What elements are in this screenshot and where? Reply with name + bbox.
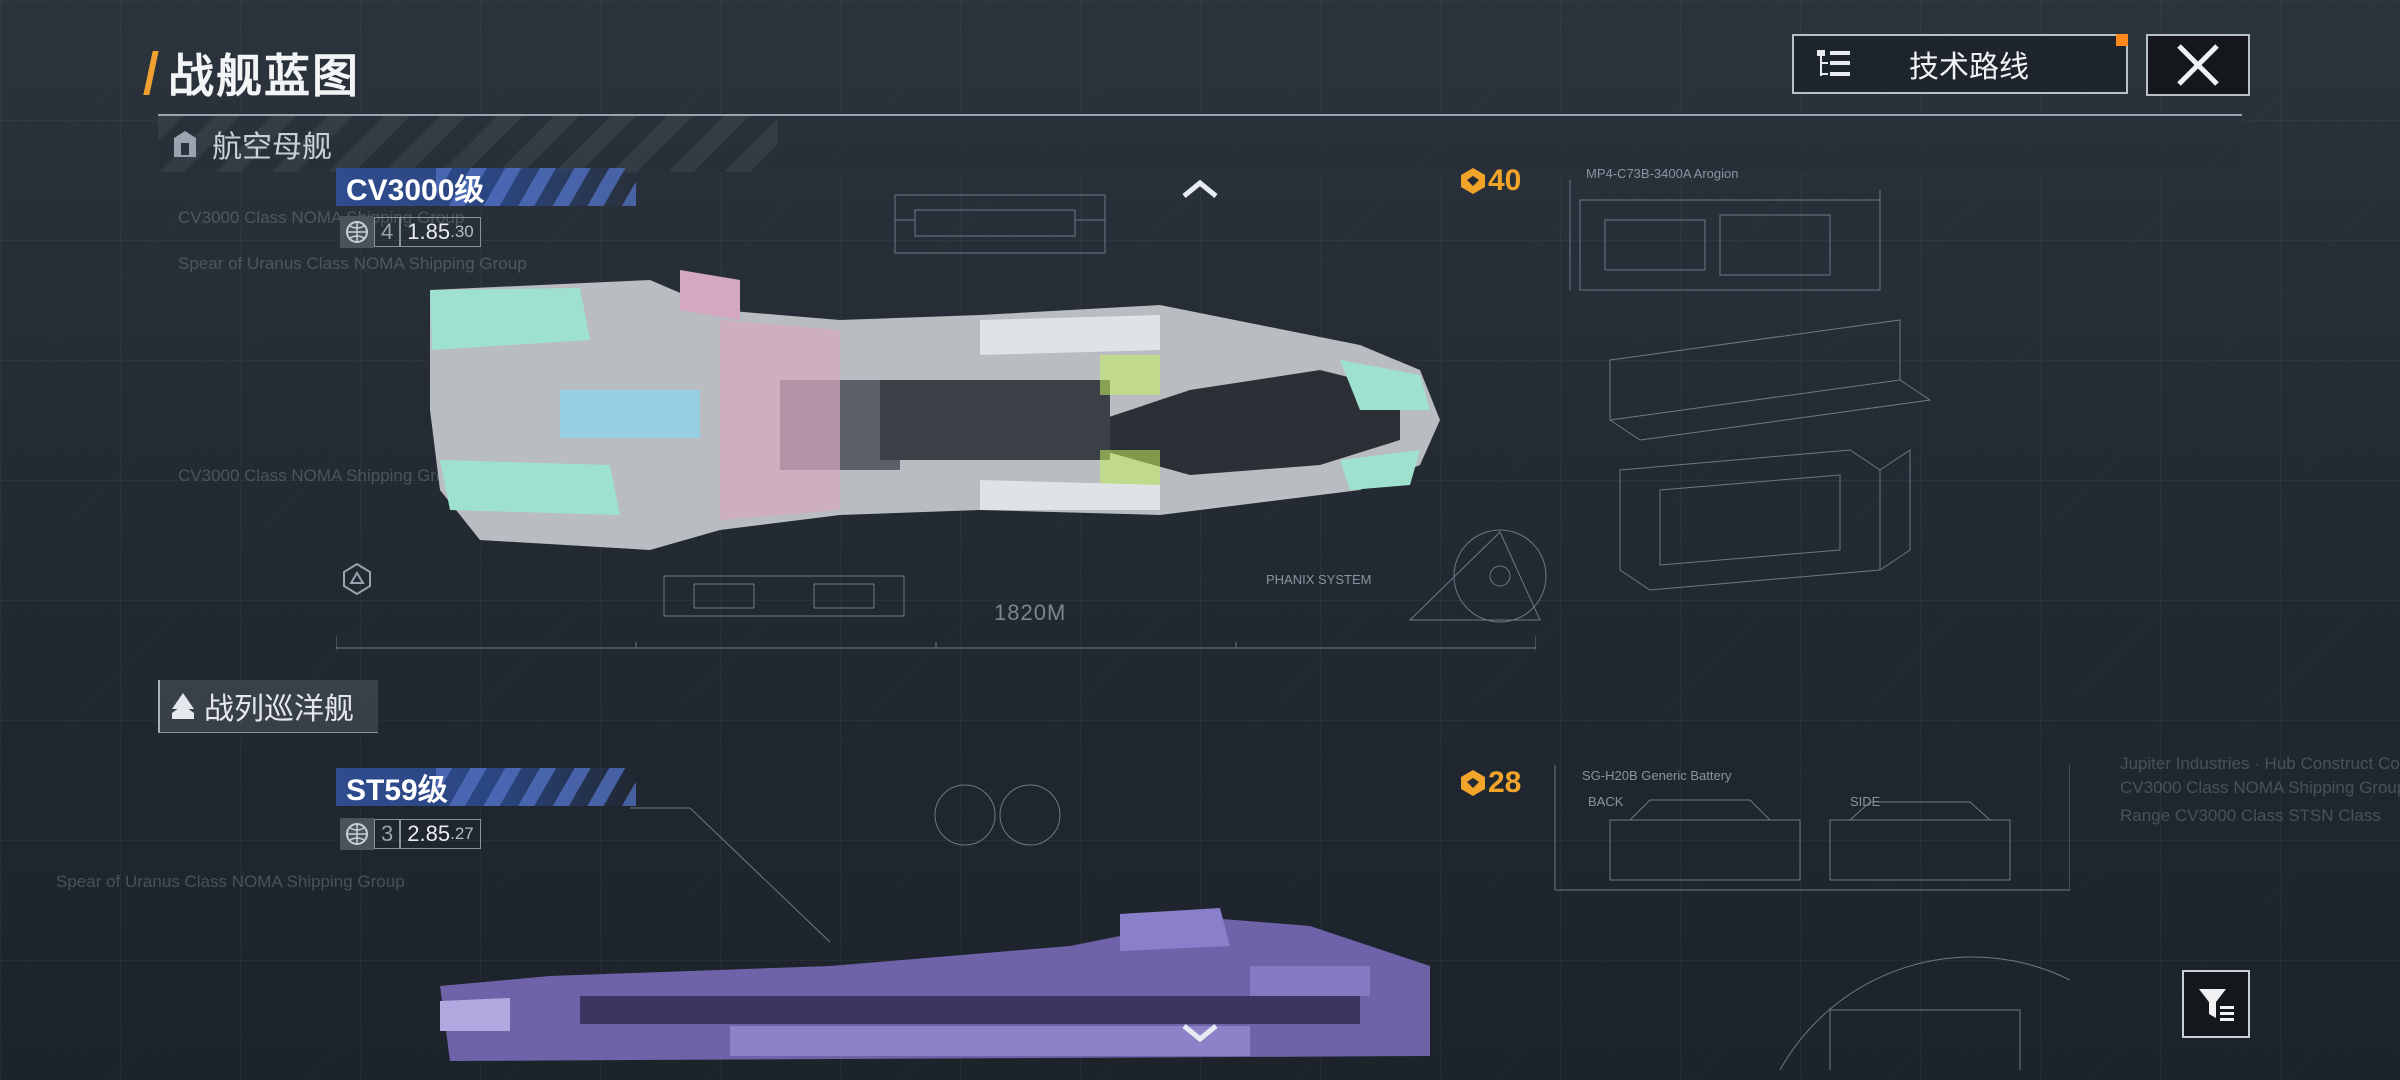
category-label-carrier: 航空母舰 <box>212 131 332 164</box>
tag-stripes <box>436 768 636 806</box>
tag-stripes <box>436 168 636 206</box>
ship-cost: 28 <box>1458 766 1521 800</box>
blueprint-compass <box>1408 529 1547 623</box>
stat-value-main: 2.85 <box>407 821 451 846</box>
blueprint-label: MP4-C73B-3400A Arogion <box>1586 166 1739 181</box>
blueprint-label: SIDE <box>1850 794 1881 809</box>
ship-name-tag: ST59级 <box>336 768 636 807</box>
ghost-text: Jupiter Industries · Hub Construct Co. <box>2120 754 2400 773</box>
stat-value-sub: 30 <box>454 222 474 241</box>
globe-icon <box>340 216 374 248</box>
category-stripes <box>158 116 778 172</box>
page-title: 战舰蓝图 <box>168 50 360 102</box>
ship-cost-value: 28 <box>1488 766 1522 799</box>
cost-hex-icon <box>1461 168 1485 194</box>
ship-cost-value: 40 <box>1488 164 1522 197</box>
chevron-up-icon[interactable] <box>1180 178 1220 200</box>
close-button[interactable] <box>2146 34 2250 96</box>
ghost-text: CV3000 Class NOMA Shipping Group Carrier <box>2120 778 2400 797</box>
module-blueprint-top <box>1569 180 1932 591</box>
ghost-text: Spear of Uranus Class NOMA Shipping Grou… <box>56 872 405 891</box>
ship-name-tag: CV3000级 <box>336 168 636 207</box>
ship-cost: 40 <box>1458 164 1521 198</box>
filter-button[interactable] <box>2182 970 2250 1038</box>
filter-icon <box>2199 989 2234 1021</box>
ship-name: ST59级 <box>346 774 448 807</box>
tree-list-icon <box>1817 50 1850 76</box>
ship-stats: 3 2.85.27 <box>340 818 481 850</box>
ship-name: CV3000级 <box>346 174 485 207</box>
chevron-down-icon[interactable] <box>1180 1022 1220 1044</box>
cruiser-ship-image[interactable] <box>430 906 1440 1066</box>
ship-stats: 4 1.85.30 <box>340 216 481 248</box>
blueprint-circles <box>934 784 1061 846</box>
blueprint-label: PHANIX SYSTEM <box>1266 572 1372 587</box>
stat-count: 3 <box>374 819 401 849</box>
globe-icon <box>340 818 374 850</box>
blueprint-sketch <box>663 575 905 617</box>
cost-hex-icon <box>1461 770 1485 796</box>
carrier-ship-image[interactable] <box>420 260 1450 560</box>
blueprint-label: BACK <box>1588 794 1624 809</box>
cruiser-class-icon <box>172 693 194 719</box>
stat-value-main: 1.85 <box>407 219 451 244</box>
stat-value: 1.85.30 <box>400 217 481 247</box>
category-header-cruiser[interactable]: 战列巡洋舰 <box>158 680 378 733</box>
length-ruler <box>336 636 1536 650</box>
blueprint-label: SG-H20B Generic Battery <box>1582 768 1732 783</box>
stat-count: 4 <box>374 217 401 247</box>
category-header-carrier[interactable]: 航空母舰 <box>158 114 2242 172</box>
ghost-text: CV3000 Class NOMA Shipping Group <box>178 208 465 227</box>
carrier-class-icon <box>174 131 196 157</box>
ghost-text: Spear of Uranus Class NOMA Shipping Grou… <box>178 254 527 273</box>
callout-line <box>630 807 831 943</box>
tech-route-button[interactable]: 技术路线 <box>1792 34 2128 94</box>
stat-value: 2.85.27 <box>400 819 481 849</box>
ghost-text: Range CV3000 Class STSN Class <box>2120 806 2381 825</box>
stat-value-sub: 27 <box>454 824 474 843</box>
notification-dot <box>2116 34 2128 46</box>
hex-marker-icon[interactable] <box>340 562 374 596</box>
close-icon <box>2177 44 2219 86</box>
module-blueprint-bottom <box>1554 765 2070 1070</box>
category-label-cruiser: 战列巡洋舰 <box>204 693 354 726</box>
length-label: 1820M <box>994 600 1067 625</box>
tech-route-label: 技术路线 <box>1909 51 2029 84</box>
page-header: 战舰蓝图 <box>143 40 360 106</box>
blueprint-sketch <box>894 194 1106 254</box>
